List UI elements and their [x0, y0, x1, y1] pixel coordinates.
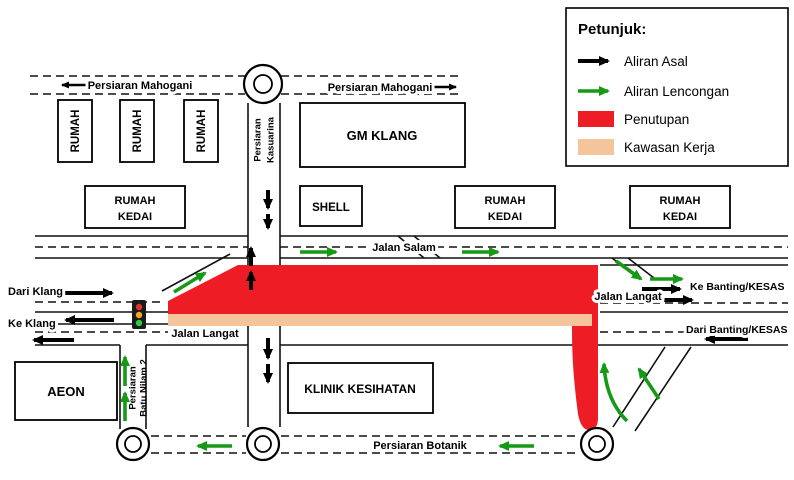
building-rumah-kedai-1 [84, 185, 186, 229]
road-labels: Persiaran Mahogani Persiaran Mahogani Pe… [85, 77, 665, 455]
building-shell-label: SHELL [312, 202, 350, 214]
building-rumah-kedai-3-line1: RUMAH [660, 195, 701, 207]
roundabout-bottom-right-inner [588, 435, 606, 453]
roundabouts [115, 63, 615, 462]
building-rumah-2-label: RUMAH [132, 110, 144, 153]
road-jalan-langat-lane-lines [35, 301, 788, 333]
label-ke-klang: Ke Klang [8, 318, 56, 330]
building-gm-klang [299, 102, 466, 168]
original-flow-arrows [32, 81, 748, 384]
green-arrow-tail-curve [599, 362, 629, 423]
label-kasuarina-line1: Persiaran [252, 118, 263, 162]
building-klinik-label: KLINIK KESIHATAN [304, 382, 416, 396]
diversion-flow-arrows [120, 247, 684, 451]
direction-labels: Dari Klang Ke Klang Ke Banting/KESAS Dar… [5, 278, 791, 339]
building-klinik [287, 362, 434, 414]
legend-item-original-flow: Aliran Asal [624, 54, 688, 69]
traffic-light-icon [132, 300, 146, 329]
building-shell [299, 185, 363, 227]
legend-item-work-area: Kawasan Kerja [624, 140, 715, 155]
building-rumah-kedai-2 [454, 185, 556, 229]
building-rumah-3 [183, 99, 219, 163]
legend-title: Petunjuk: [578, 21, 646, 38]
work-area-strip [168, 314, 592, 326]
label-jalan-langat-right: Jalan Langat [594, 291, 662, 303]
traffic-light-green [135, 319, 143, 327]
road-jalan-salam-edges [35, 235, 788, 259]
label-batu-nilam-line1: Persiaran [127, 366, 138, 410]
building-rumah-kedai-1-line1: RUMAH [115, 195, 156, 207]
label-jalan-salam: Jalan Salam [372, 242, 436, 254]
roundabout-top-inner [253, 74, 273, 94]
traffic-light-amber [135, 311, 143, 319]
label-jalan-langat-left: Jalan Langat [171, 328, 239, 340]
building-rumah-2 [119, 99, 155, 163]
building-rumah-3-label: RUMAH [196, 110, 208, 153]
legend-work-area-swatch [578, 139, 614, 155]
traffic-light-red [135, 303, 143, 311]
legend-item-diversion-flow: Aliran Lencongan [624, 84, 729, 99]
building-rumah-kedai-2-line1: RUMAH [485, 195, 526, 207]
label-mahogani-left: Persiaran Mahogani [88, 80, 193, 92]
buildings: RUMAH RUMAH RUMAH GM KLANG RUMAH KEDAI S… [14, 99, 731, 421]
building-aeon [14, 361, 118, 421]
label-persiaran-botanik: Persiaran Botanik [373, 440, 467, 452]
legend-closure-swatch [578, 111, 614, 127]
road-jalan-langat-edges [35, 264, 788, 346]
green-arrow-ramp-right [614, 259, 643, 281]
building-rumah-kedai-3 [629, 185, 731, 229]
building-rumah-kedai-2-line2: KEDAI [488, 211, 522, 223]
building-rumah-1-label: RUMAH [70, 110, 82, 153]
closure-area [168, 265, 598, 430]
label-kasuarina-line2: Kasuarina [265, 116, 276, 163]
building-gm-klang-label: GM KLANG [347, 128, 418, 143]
building-rumah-1 [57, 99, 93, 163]
building-aeon-label: AEON [47, 384, 85, 399]
green-arrow-ramp-bottom-right [637, 367, 661, 400]
roundabout-bottom-left-inner [124, 435, 142, 453]
building-rumah-kedai-3-line2: KEDAI [663, 211, 697, 223]
label-dari-banting: Dari Banting/KESAS [686, 324, 788, 336]
road-persiaran-mahogani [30, 75, 463, 95]
roundabout-bottom-center-inner [254, 435, 272, 453]
road-persiaran-botanik [151, 435, 580, 454]
label-ke-banting: Ke Banting/KESAS [690, 281, 785, 293]
label-dari-klang: Dari Klang [8, 286, 63, 298]
legend: Petunjuk: Aliran Asal Aliran Lencongan P… [565, 7, 789, 167]
label-batu-nilam-line2: Batu Nilam 2 [138, 359, 149, 417]
label-mahogani-right: Persiaran Mahogani [328, 82, 433, 94]
green-arrow-ramp-left [173, 271, 207, 294]
building-rumah-kedai-1-line2: KEDAI [118, 211, 152, 223]
legend-item-closure: Penutupan [624, 112, 689, 127]
